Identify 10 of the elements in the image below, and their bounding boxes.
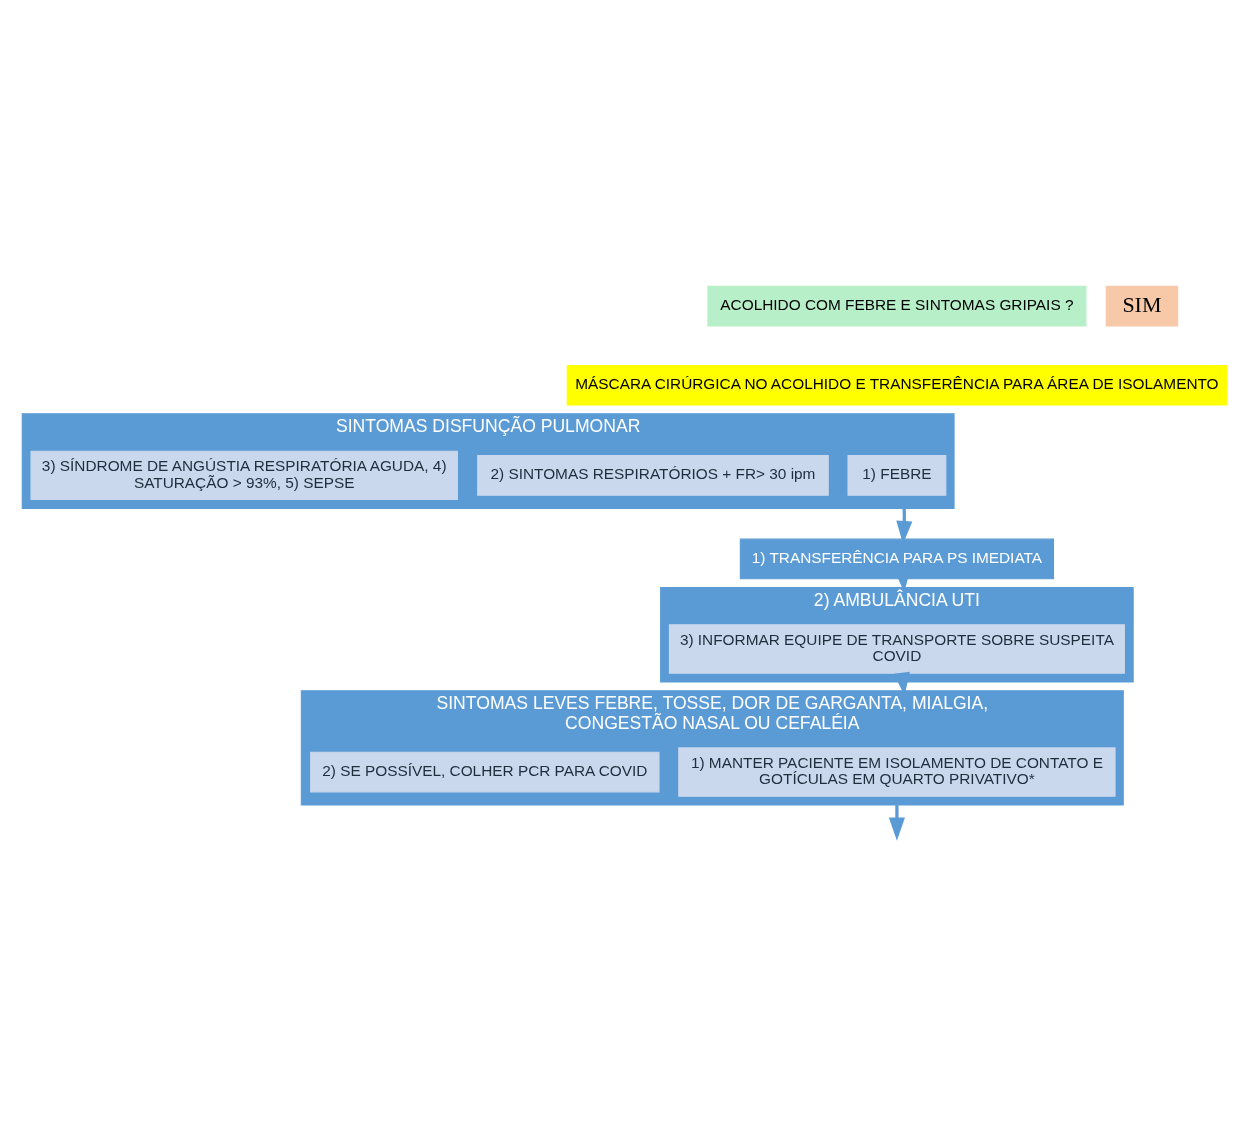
node-box: 1) FEBRE (847, 455, 947, 496)
node-box: SIM (1105, 285, 1179, 327)
arrow (888, 805, 905, 841)
node-box: 3) INFORMAR EQUIPE DE TRANSPORTE SOBRE SUSPEITA COVID (668, 624, 1125, 674)
node-box: 3) SÍNDROME DE ANGÚSTIA RESPIRATÓRIA AGUDA, 4) SATURAÇÃO > 93%, 5) SEPSE (30, 450, 458, 501)
node-box: 2) SINTOMAS RESPIRATÓRIOS + FR> 30 ipm (477, 455, 829, 496)
node-box: ACOLHIDO COM FEBRE E SINTOMAS GRIPAIS ? (707, 285, 1087, 327)
node-box: 2) SE POSSÍVEL, COLHER PCR PARA COVID (310, 751, 660, 793)
node-box: MÁSCARA CIRÚRGICA NO ACOLHIDO E TRANSFERÊNCIA PARA ÁREA DE ISOLAMENTO (566, 364, 1228, 406)
node-box: 1) MANTER PACIENTE EM ISOLAMENTO DE CONTATO E GOTÍCULAS EM QUARTO PRIVATIVO* (678, 747, 1116, 797)
